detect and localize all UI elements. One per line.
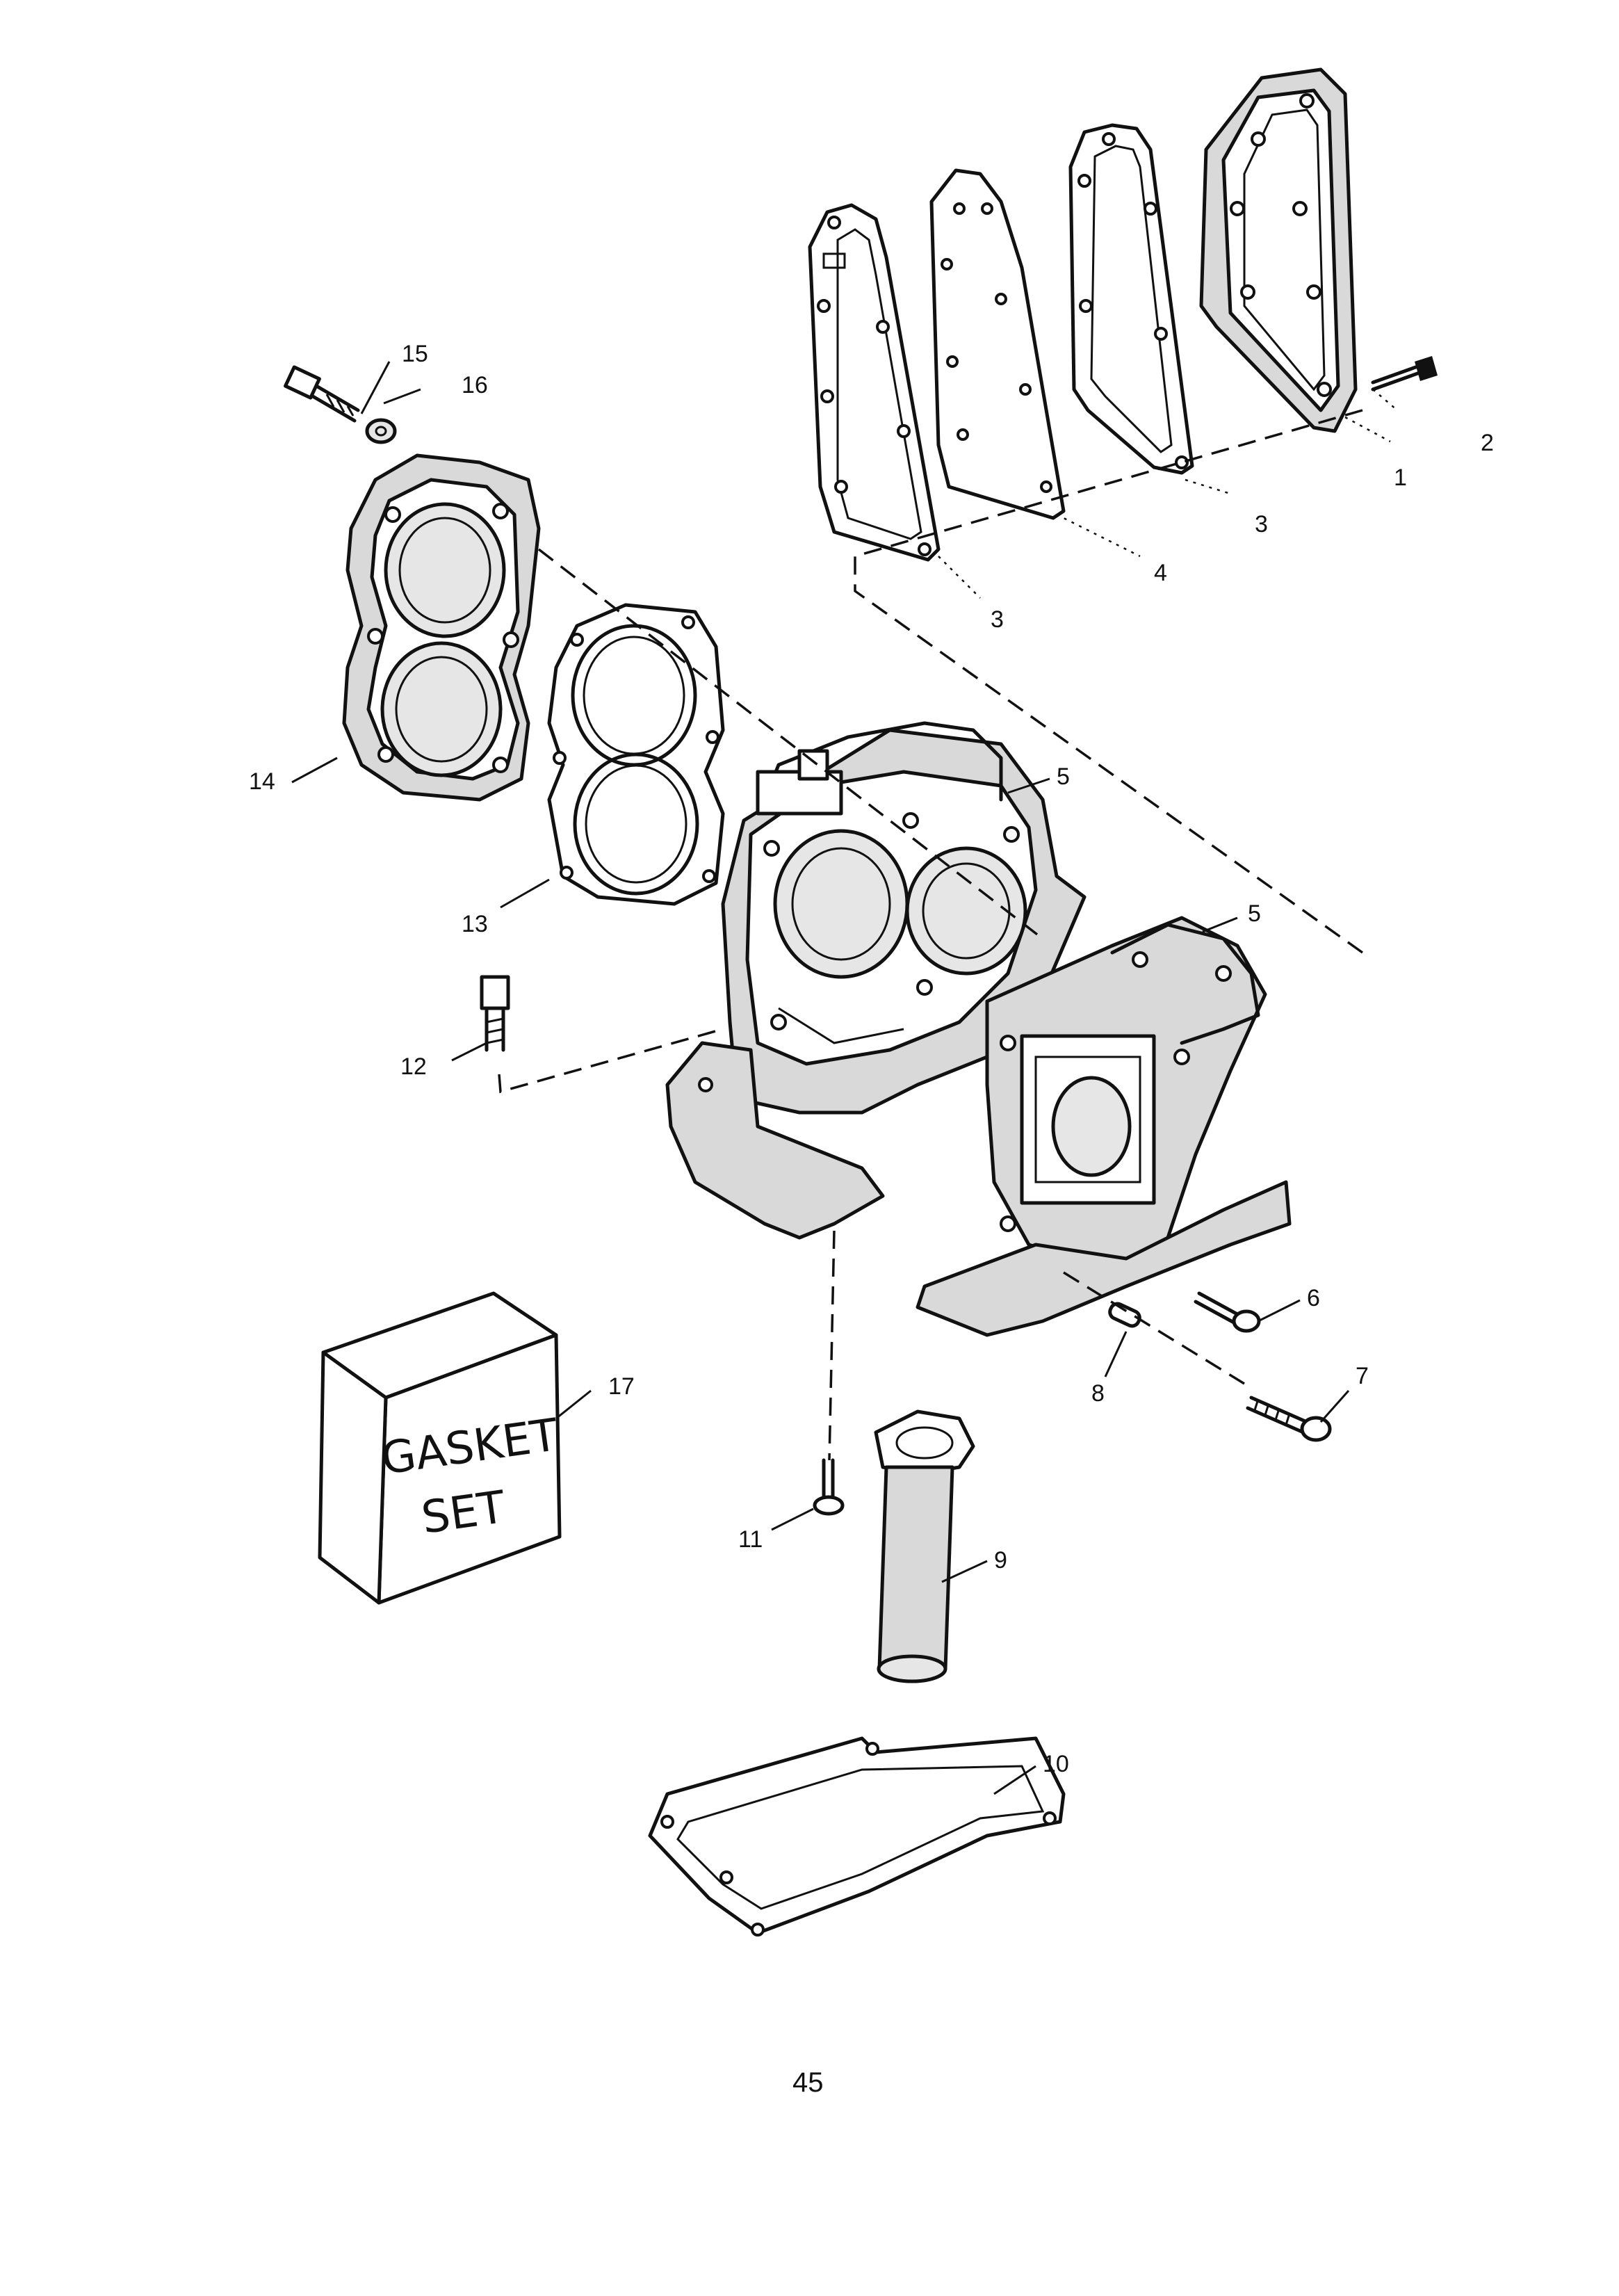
callout-6: 6 — [1307, 1285, 1320, 1311]
gasket-box-label-line2: SET — [418, 1482, 509, 1544]
crankcase-half — [985, 916, 1267, 1275]
head-washer — [365, 418, 397, 444]
callout-14: 14 — [249, 768, 275, 795]
exhaust-gasket-outer — [1068, 123, 1194, 475]
callout-10: 10 — [1043, 1751, 1069, 1777]
callout-13: 13 — [462, 911, 488, 937]
callout-15: 15 — [402, 341, 428, 367]
crankcase-screw-long — [1246, 1396, 1332, 1442]
crankcase-screw-short — [1194, 1291, 1261, 1333]
exhaust-gasket-inner — [808, 203, 941, 562]
callout-3-right: 3 — [1255, 511, 1268, 537]
exhaust-cover — [1199, 67, 1358, 433]
gasket-set-box: GASKET SET — [318, 1291, 562, 1605]
callout-4: 4 — [1154, 560, 1167, 586]
callout-17: 17 — [608, 1373, 635, 1400]
callout-5-crankcase: 5 — [1248, 900, 1261, 927]
callout-12: 12 — [400, 1053, 427, 1080]
cover-screw — [1371, 356, 1438, 391]
callout-9: 9 — [994, 1547, 1007, 1574]
callout-8: 8 — [1091, 1380, 1105, 1407]
crankcase-base-flange — [916, 1180, 1292, 1337]
callout-2: 2 — [1481, 430, 1494, 456]
tube-screw — [813, 1458, 845, 1516]
callout-3-left: 3 — [991, 606, 1004, 633]
block-base-flange — [665, 1041, 885, 1240]
callouts: 1 2 3 3 4 5 5 6 7 8 9 10 11 12 13 14 15 … — [249, 341, 1494, 1777]
callout-5-block: 5 — [1057, 763, 1070, 790]
base-bolt — [480, 975, 510, 1052]
cylinder-head — [342, 453, 541, 802]
exhaust-divider-plate — [929, 168, 1066, 520]
dowel-pin — [1108, 1302, 1141, 1328]
leader-lines — [291, 361, 1350, 1795]
callout-11: 11 — [738, 1526, 763, 1553]
callout-16: 16 — [462, 372, 488, 398]
callout-7: 7 — [1356, 1363, 1369, 1389]
head-gasket — [547, 603, 725, 906]
assembly-lines — [498, 389, 1398, 1461]
head-bolt — [284, 365, 360, 423]
exhaust-tube-gasket — [648, 1736, 1066, 1937]
exhaust-tube — [874, 1409, 975, 1683]
callout-1: 1 — [1394, 464, 1407, 491]
page-number: 45 — [792, 2067, 824, 2098]
